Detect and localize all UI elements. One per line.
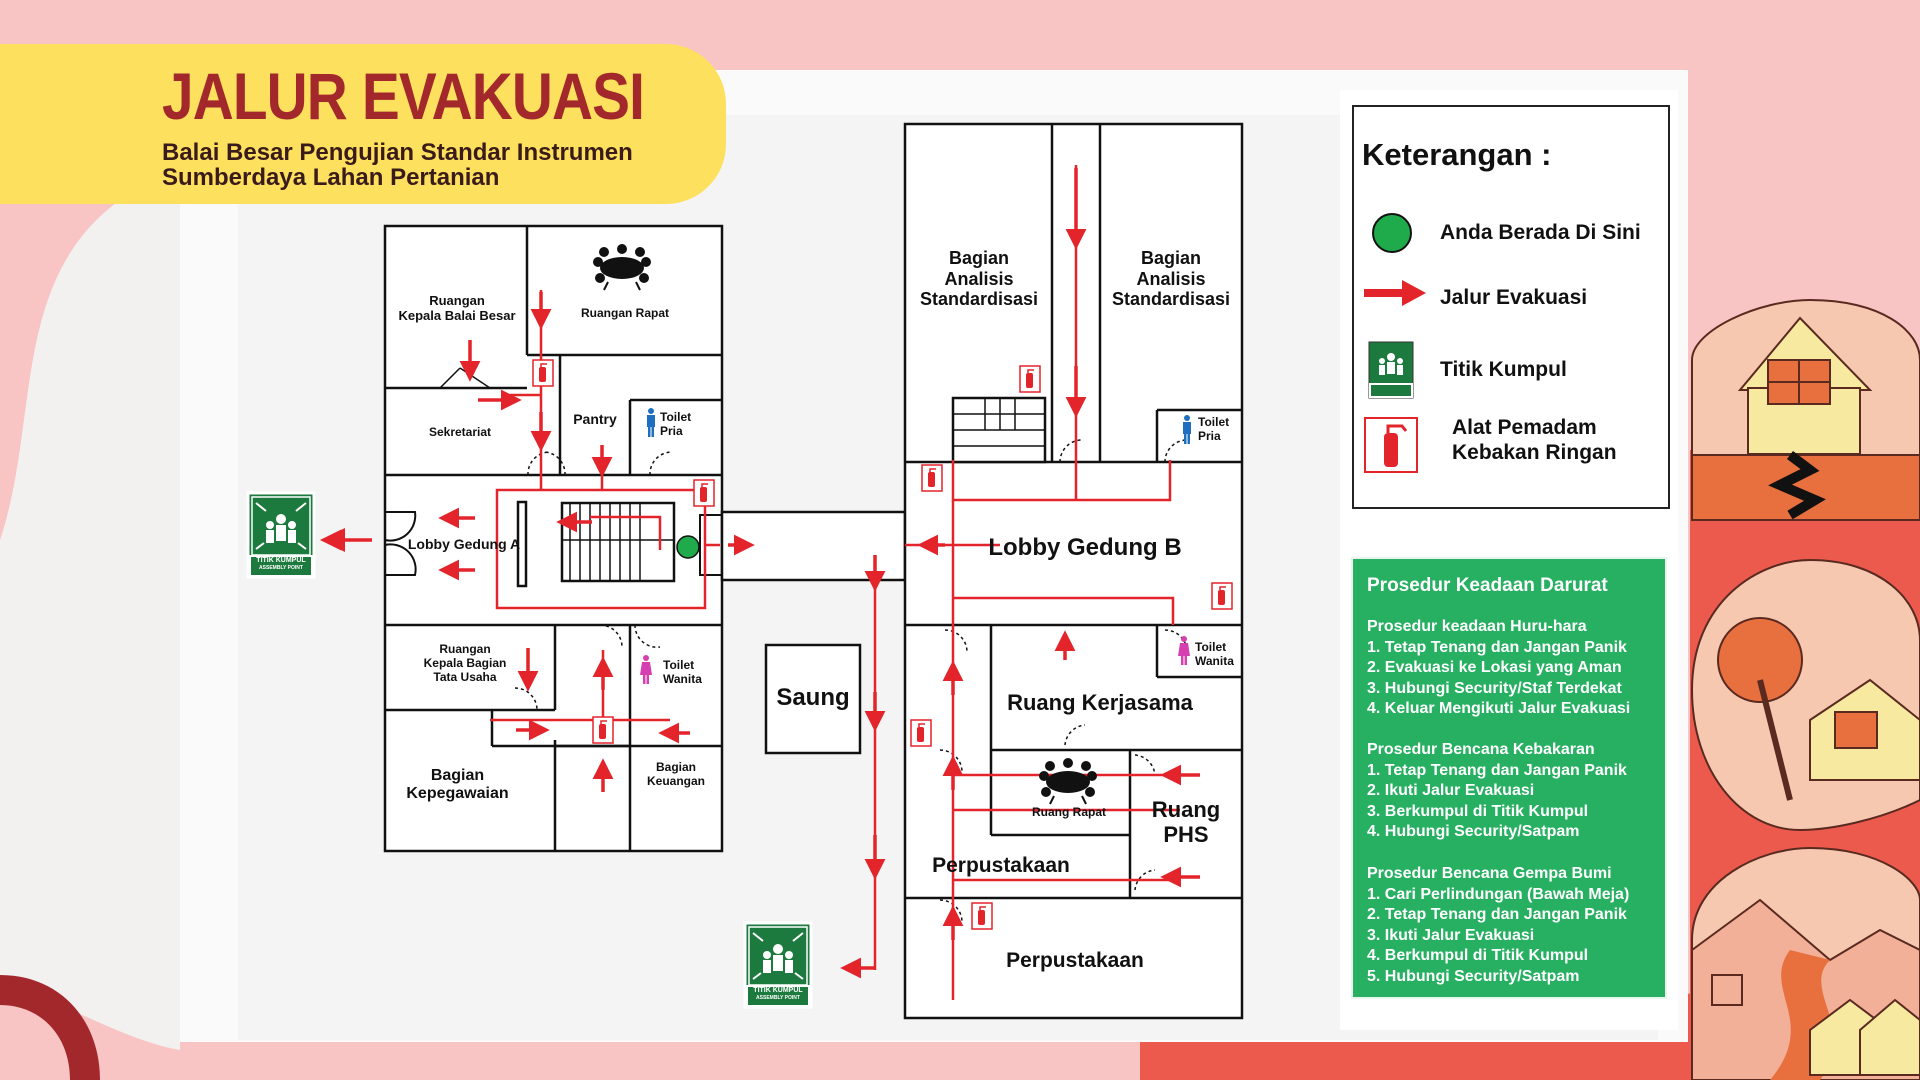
room-toilet-pria-a: Toilet Pria [660, 410, 692, 438]
room-kepala-balai: Ruangan Kepala Balai Besar [398, 293, 516, 323]
assembly-sign-caption: ASSEMBLY POINT [259, 565, 303, 571]
exit-arrow-heads [320, 528, 345, 552]
page-title: JALUR EVAKUASI [162, 59, 645, 133]
room-pantry: Pantry [573, 411, 617, 427]
legend-title: Keterangan : [1362, 137, 1552, 172]
procedures-title: Prosedur Keadaan Darurat [1367, 575, 1608, 596]
procedure-earthquake: Prosedur Bencana Gempa Bumi 1. Cari Perl… [1367, 865, 1630, 985]
assembly-sign-caption: TITIK KUMPUL [256, 557, 306, 564]
legend-label-you-are-here: Anda Berada Di Sini [1440, 221, 1641, 244]
legend-panel: Keterangan : Anda Berada Di Sini Jalur E… [1352, 105, 1670, 509]
red-arrow-icon [1364, 280, 1426, 306]
room-toilet-wanita-a: Toilet Wanita [663, 658, 702, 686]
legend-label-extinguisher: Alat Pemadam Kebakan Ringan [1452, 416, 1617, 464]
room-saung: Saung [776, 684, 850, 711]
green-dot-icon [1372, 213, 1412, 253]
room-kepegawaian: Bagian Kepegawaian [406, 767, 509, 803]
room-toilet-wanita-b: Toilet Wanita [1195, 640, 1234, 668]
you-are-here-marker [676, 535, 700, 559]
procedure-riot: Prosedur keadaan Huru-hara 1. Tetap Tena… [1367, 618, 1631, 718]
room-kerjasama: Ruang Kerjasama [1007, 690, 1193, 715]
assembly-sign-caption: ASSEMBLY POINT [756, 995, 800, 1001]
evacuation-arrows [320, 168, 1200, 979]
emergency-procedures-panel: Prosedur Keadaan Darurat Prosedur keadaa… [1351, 557, 1667, 999]
room-analisis-2: Bagian Analisis Standardisasi [1111, 248, 1231, 310]
title-banner: JALUR EVAKUASI Balai Besar Pengujian Sta… [0, 44, 726, 204]
room-keuangan: Bagian Keuangan [646, 760, 705, 788]
legend-label-route: Jalur Evakuasi [1440, 286, 1588, 309]
room-perpustakaan-1: Perpustakaan [932, 854, 1070, 877]
assembly-sign-caption: TITIK KUMPUL [753, 987, 803, 994]
page-subtitle: Balai Besar Pengujian Standar Instrumen … [162, 139, 633, 191]
fire-extinguisher-icon [1364, 417, 1418, 473]
room-sekretariat: Sekretariat [428, 425, 492, 439]
room-phs: Ruang PHS [1151, 797, 1221, 848]
room-rapat-b: Ruang Rapat [1031, 805, 1106, 819]
building-b-walls [439, 122, 1244, 1020]
room-rapat-a: Ruangan Rapat [580, 306, 669, 320]
room-analisis-1: Bagian Analisis Standardisasi [919, 248, 1039, 310]
assembly-point-icon [1368, 341, 1414, 399]
legend-label-assembly: Titik Kumpul [1440, 358, 1567, 381]
building-a-walls [383, 224, 724, 853]
volcano-illustration [1691, 846, 1920, 1080]
procedure-fire: Prosedur Bencana Kebakaran 1. Tetap Tena… [1367, 741, 1627, 841]
earthquake-illustration [1691, 298, 1920, 521]
room-toilet-pria-b: Toilet Pria [1198, 415, 1230, 443]
room-perpustakaan-2: Perpustakaan [1006, 949, 1144, 972]
room-kepala-tata-usaha: Ruangan Kepala Bagian Tata Usaha [423, 642, 507, 684]
room-lobby-b: Lobby Gedung B [988, 534, 1182, 561]
room-lobby-a: Lobby Gedung A [407, 536, 521, 552]
fire-illustration [1690, 558, 1920, 832]
saung-walls [764, 643, 862, 755]
